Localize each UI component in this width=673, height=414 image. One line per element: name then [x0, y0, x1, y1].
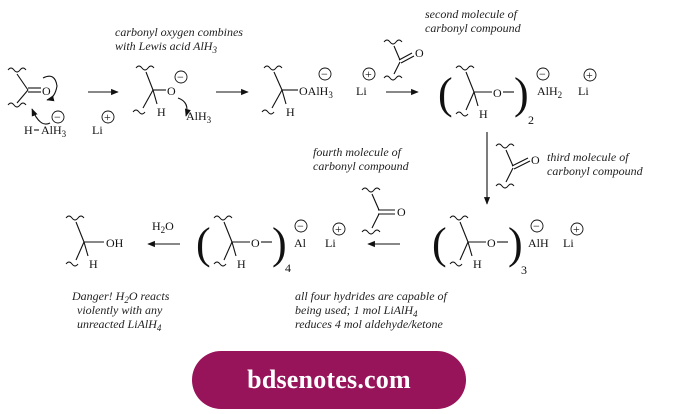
structure-alkoxide-adduct: O − H AlH3: [132, 65, 212, 125]
svg-text:−: −: [54, 110, 61, 124]
caption-hydrides-line1: all four hydrides are capable of: [295, 289, 449, 303]
svg-text:−: −: [177, 70, 184, 84]
structure-alcohol-product: OH H: [65, 215, 124, 271]
counterion-Li: Li: [92, 123, 103, 137]
reagent-AlH3: AlH3: [186, 109, 212, 125]
svg-text:−: −: [297, 219, 304, 233]
caption-third-molecule-line2: carbonyl compound: [547, 164, 644, 178]
svg-text:Li: Li: [578, 84, 589, 98]
minus-charge-icon: −: [51, 110, 65, 124]
structure-carbonyl-start: O − H AlH3 Li +: [7, 67, 115, 139]
svg-text:): ): [508, 219, 523, 268]
svg-text:H: H: [237, 257, 246, 271]
caption-second-molecule-line2: carbonyl compound: [425, 21, 522, 35]
caption-danger-line1: Danger! H2O reacts: [71, 289, 170, 305]
structure-dialkoxy-aluminate: ( O H ) 2 AlH2 − Li +: [438, 65, 597, 127]
caption-step1-line2: with Lewis acid AlH3: [115, 39, 217, 55]
svg-text:(: (: [432, 219, 447, 268]
svg-text:O: O: [531, 153, 540, 167]
svg-text:Li: Li: [563, 236, 574, 250]
svg-text:O: O: [487, 236, 496, 250]
svg-text:+: +: [335, 222, 342, 236]
group-AlH: AlH: [528, 236, 549, 250]
coefficient-2: 2: [528, 113, 534, 127]
svg-text:H: H: [89, 257, 98, 271]
svg-text:−: −: [539, 67, 546, 81]
caption-danger-line3: unreacted LiAlH4: [77, 317, 162, 333]
svg-text:O: O: [415, 46, 424, 60]
svg-text:+: +: [573, 222, 580, 236]
minus-charge-icon: −: [294, 219, 308, 233]
svg-text:O: O: [251, 236, 260, 250]
caption-hydrides-line3: reduces 4 mol aldehyde/ketone: [295, 317, 444, 331]
coefficient-3: 3: [521, 263, 527, 277]
svg-text:+: +: [104, 110, 111, 124]
structure-trialkoxy-aluminate: ( O H ) 3 AlH − Li +: [432, 215, 584, 277]
group-Al: Al: [294, 236, 307, 250]
svg-text:): ): [514, 69, 529, 118]
svg-text:H: H: [473, 257, 482, 271]
plus-charge-icon: +: [101, 110, 115, 124]
plus-charge-icon: +: [570, 222, 584, 236]
svg-text:−: −: [533, 219, 540, 233]
caption-fourth-molecule-line1: fourth molecule of: [313, 145, 403, 159]
plus-charge-icon: +: [362, 67, 376, 81]
group-OH: OH: [106, 236, 124, 250]
coefficient-4: 4: [285, 261, 291, 275]
structure-fourth-carbonyl: O: [361, 187, 406, 235]
group-OAlH3: OAlH3: [299, 84, 333, 100]
caption-danger-line2: violently with any: [77, 303, 163, 317]
structure-tetraalkoxy-aluminate: ( O H ) 4 Al − Li +: [196, 215, 346, 275]
minus-charge-icon: −: [530, 219, 544, 233]
structure-third-carbonyl: O: [495, 143, 540, 189]
reagent-H2O: H2O: [152, 219, 174, 235]
svg-text:O: O: [493, 86, 502, 100]
svg-text:Li: Li: [356, 84, 367, 98]
structure-second-carbonyl: O: [383, 39, 424, 81]
svg-text:H: H: [479, 107, 488, 121]
atom-O: O: [42, 84, 51, 98]
svg-text:O: O: [397, 205, 406, 219]
svg-text:H: H: [286, 105, 295, 119]
svg-text:(: (: [196, 219, 211, 268]
caption-step1-line1: carbonyl oxygen combines: [115, 25, 243, 39]
plus-charge-icon: +: [583, 68, 597, 82]
minus-charge-icon: −: [536, 67, 550, 81]
caption-hydrides-line2: being used; 1 mol LiAlH4: [295, 303, 418, 319]
caption-fourth-molecule-line2: carbonyl compound: [313, 159, 410, 173]
plus-charge-icon: +: [332, 222, 346, 236]
atom-H: H: [24, 123, 33, 137]
svg-text:(: (: [438, 69, 453, 118]
caption-second-molecule-line1: second molecule of: [425, 7, 519, 21]
svg-text:Li: Li: [325, 236, 336, 250]
svg-text:+: +: [586, 68, 593, 82]
svg-text:+: +: [365, 67, 372, 81]
svg-text:−: −: [321, 67, 328, 81]
svg-text:H: H: [157, 105, 166, 119]
minus-charge-icon: −: [318, 67, 332, 81]
reagent-AlH3: AlH3: [41, 123, 67, 139]
svg-text:): ): [272, 219, 287, 268]
svg-text:O: O: [167, 84, 176, 98]
site-watermark-badge: bdsenotes.com: [192, 351, 466, 409]
group-AlH2: AlH2: [537, 84, 562, 100]
structure-aluminate: H OAlH3 − Li +: [261, 65, 376, 119]
caption-third-molecule-line1: third molecule of: [547, 150, 630, 164]
minus-charge-icon: −: [174, 70, 188, 84]
